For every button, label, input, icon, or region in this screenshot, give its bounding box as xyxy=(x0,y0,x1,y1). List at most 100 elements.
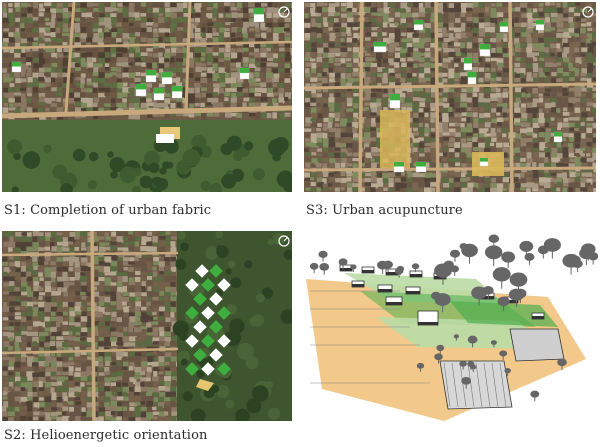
oriented-house-unit xyxy=(192,291,208,307)
tree-canopy xyxy=(283,249,292,260)
tree-canopy xyxy=(273,136,289,153)
oriented-house-unit xyxy=(208,291,224,307)
tree-icon xyxy=(459,360,467,367)
tree-canopy xyxy=(180,242,189,252)
housing-unit-shadow xyxy=(352,284,364,287)
tree-canopy xyxy=(221,173,237,189)
tree-canopy xyxy=(155,177,169,191)
tree-canopy xyxy=(216,245,225,254)
oriented-house-unit xyxy=(184,305,200,321)
green-roof xyxy=(468,72,476,78)
north-arrow-needle xyxy=(283,237,288,242)
tree-icon xyxy=(453,334,460,339)
tree-canopy xyxy=(159,167,167,175)
tree-canopy xyxy=(166,161,174,169)
tree-icon xyxy=(436,344,445,352)
tree-icon xyxy=(461,376,472,385)
dirt-road xyxy=(304,82,596,90)
aerial-image-s2 xyxy=(2,231,292,421)
tree-canopy xyxy=(230,277,242,289)
housing-unit-shadow xyxy=(418,322,438,325)
oriented-house-unit xyxy=(192,347,208,363)
tree-canopy xyxy=(87,180,98,190)
north-arrow-needle xyxy=(283,8,288,13)
tree-icon xyxy=(572,259,583,268)
pavilion-roof-rib xyxy=(451,362,459,408)
tree-canopy xyxy=(251,385,269,402)
green-courtyard xyxy=(450,301,558,327)
oriented-house-unit xyxy=(216,333,232,349)
tree-canopy xyxy=(43,144,52,153)
tree-icon xyxy=(484,245,503,260)
green-roof xyxy=(480,158,488,162)
housing-unit-shadow xyxy=(434,276,446,279)
tree-icon xyxy=(488,234,500,243)
acupuncture-plot xyxy=(380,110,410,168)
oriented-house-unit xyxy=(194,263,210,279)
tree-canopy xyxy=(228,260,236,268)
tree-canopy xyxy=(182,148,201,167)
tree-canopy xyxy=(109,156,125,173)
dirt-road xyxy=(304,166,596,172)
tree-canopy xyxy=(244,141,254,151)
tree-canopy xyxy=(175,258,187,270)
tree-icon xyxy=(450,265,460,273)
tree-canopy xyxy=(139,175,153,189)
tree-icon xyxy=(519,240,534,252)
oriented-house-unit xyxy=(208,319,224,335)
helioenergetic-cluster xyxy=(184,263,232,377)
tree-canopy xyxy=(236,342,254,360)
tree-canopy xyxy=(252,168,265,181)
tree-icon xyxy=(416,362,425,369)
north-arrow-icon xyxy=(278,6,290,18)
tree-canopy xyxy=(246,398,262,414)
tree-canopy xyxy=(119,166,137,183)
tree-canopy xyxy=(245,356,258,369)
caption-s3: S3: Urban acupuncture xyxy=(306,203,463,218)
oriented-house-unit xyxy=(208,263,224,279)
tree-canopy xyxy=(52,164,67,179)
oriented-house-unit xyxy=(200,361,216,377)
tree-icon xyxy=(449,249,461,258)
green-roof xyxy=(146,70,156,76)
tree-canopy xyxy=(182,391,193,402)
green-roof xyxy=(136,84,146,90)
oriented-house-unit xyxy=(208,347,224,363)
tree-icon xyxy=(383,260,394,269)
dirt-road xyxy=(2,347,179,355)
green-roof xyxy=(414,20,423,25)
tree-icon xyxy=(471,286,488,300)
housing-unit-shadow xyxy=(378,289,392,292)
housing-unit-shadow xyxy=(532,316,544,319)
tree-canopy xyxy=(132,185,142,192)
tree-canopy xyxy=(272,152,281,162)
tree-canopy xyxy=(215,231,224,239)
tree-canopy xyxy=(261,287,274,299)
tree-icon xyxy=(396,265,405,272)
tree-canopy xyxy=(107,151,114,158)
green-roof xyxy=(172,86,182,92)
tree-canopy xyxy=(11,186,19,192)
green-roof xyxy=(374,42,386,47)
housing-unit-shadow xyxy=(362,270,374,273)
tree-canopy xyxy=(205,246,219,260)
north-arrow-needle xyxy=(587,8,592,13)
pavilion-roof-rib xyxy=(491,362,499,408)
dirt-road xyxy=(508,2,514,192)
tree-canopy xyxy=(226,135,242,151)
tree-canopy xyxy=(244,260,253,269)
tree-canopy xyxy=(148,162,160,174)
tree-canopy xyxy=(249,316,260,327)
tree-icon xyxy=(509,272,528,287)
tree-icon xyxy=(319,262,330,271)
green-roof xyxy=(240,68,249,73)
green-roof xyxy=(554,132,562,137)
tree-icon xyxy=(338,258,348,266)
green-roof xyxy=(464,58,472,64)
tree-canopy xyxy=(200,180,211,191)
tree-icon xyxy=(467,361,475,367)
tree-canopy xyxy=(216,384,230,399)
tree-canopy xyxy=(172,320,189,337)
tree-icon xyxy=(557,358,567,367)
green-roof xyxy=(416,162,426,167)
